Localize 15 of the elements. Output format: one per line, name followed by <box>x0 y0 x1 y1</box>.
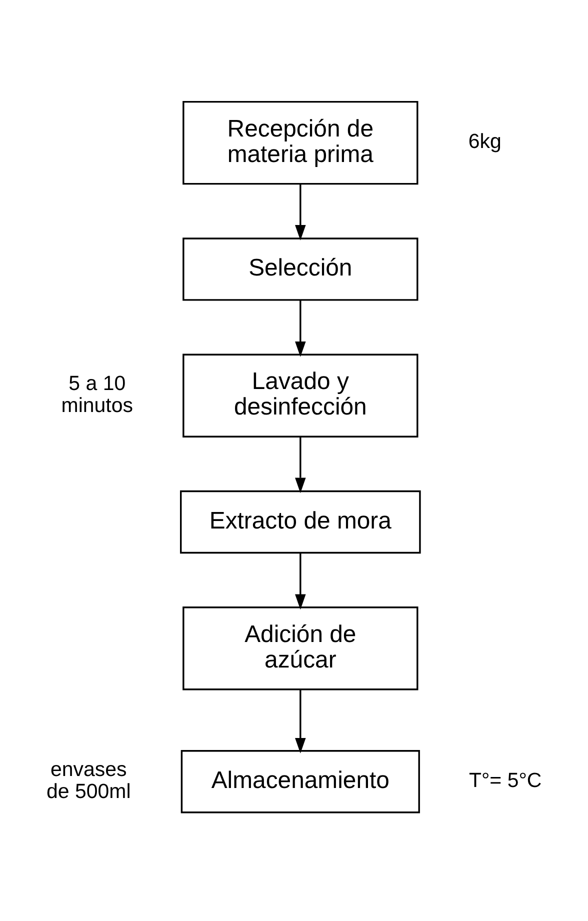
node-box: Almacenamiento <box>180 750 420 814</box>
arrow <box>295 184 306 240</box>
node-label: 5 a 10 minutos <box>61 372 134 417</box>
arrow <box>295 300 306 357</box>
node-box: Extracto de mora <box>180 490 421 554</box>
node-box: Lavado y desinfección <box>182 354 418 438</box>
arrow <box>295 436 306 494</box>
node-label: envases de 500ml <box>46 758 131 803</box>
node-box: Selección <box>182 238 418 301</box>
node-label: T°= 5°C <box>468 768 542 792</box>
node-label: 6kg <box>468 130 502 154</box>
arrow <box>295 690 306 754</box>
arrow <box>295 552 306 610</box>
node-box: Adición de azúcar <box>182 606 418 690</box>
node-box: Recepción de materia prima <box>182 100 418 185</box>
